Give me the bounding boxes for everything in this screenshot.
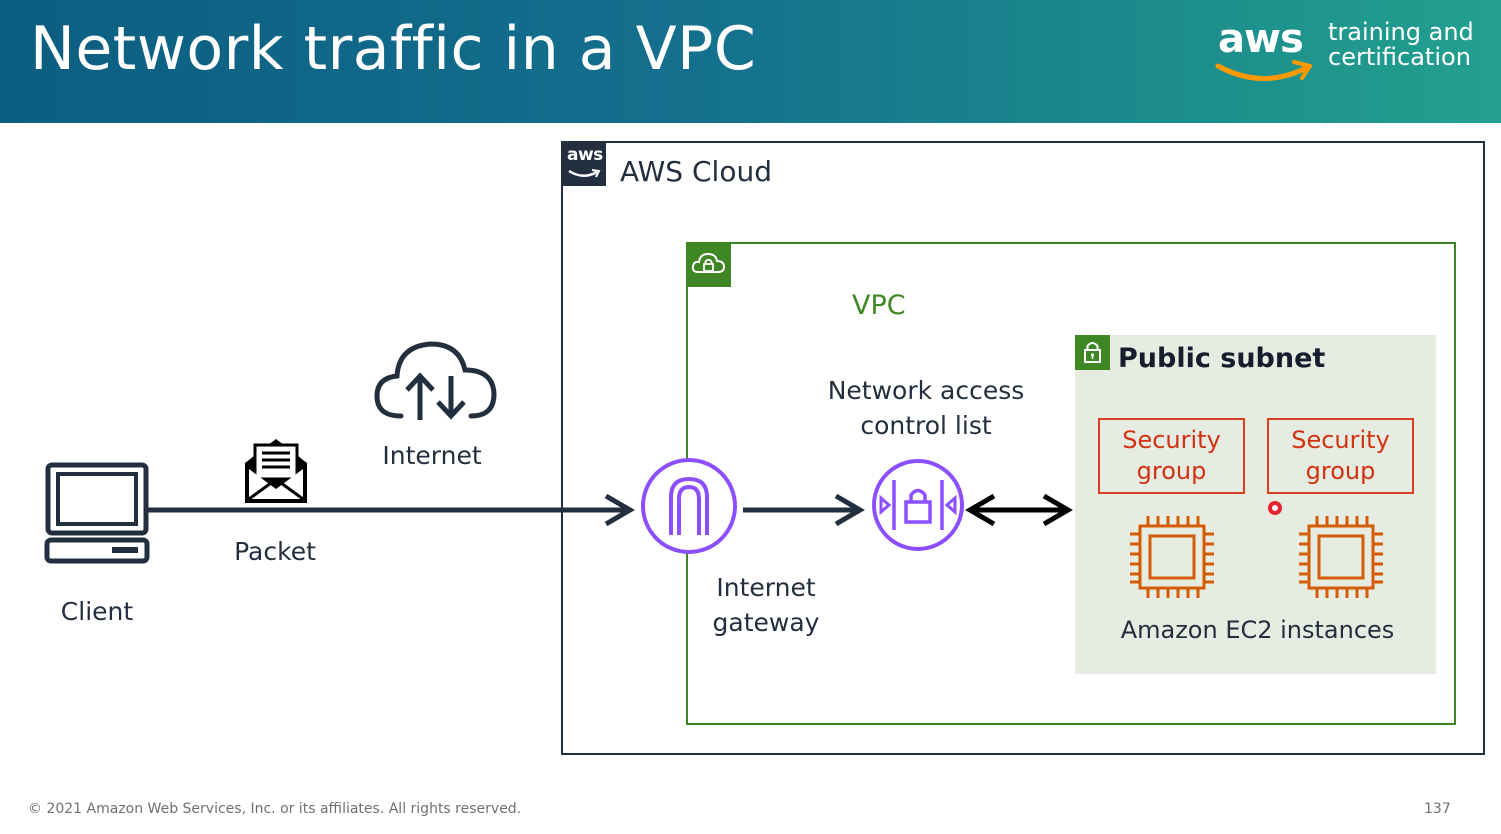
logo-tagline: training and certification xyxy=(1328,20,1474,70)
internet-gateway-label: Internet gateway xyxy=(712,573,820,637)
logo-tagline-line1: training and xyxy=(1328,18,1474,46)
subnet-lock-icon xyxy=(1075,335,1110,370)
nacl-icon xyxy=(872,459,964,551)
public-subnet-container xyxy=(1075,335,1436,674)
client-label: Client xyxy=(60,597,134,626)
vpc-label: VPC xyxy=(852,290,906,321)
aws-cloud-container xyxy=(561,141,1485,755)
ec2-label: Amazon EC2 instances xyxy=(1120,616,1395,644)
logo-word: aws xyxy=(1218,16,1304,62)
nacl-arrowhead xyxy=(834,493,865,527)
page-number: 137 xyxy=(1424,801,1451,817)
laptop-icon xyxy=(44,462,150,564)
aws-badge-smile-icon xyxy=(568,169,601,178)
packet-label: Packet xyxy=(234,537,316,566)
ec2-chip-icon xyxy=(1299,516,1383,598)
copyright-footer: © 2021 Amazon Web Services, Inc. or its … xyxy=(28,801,522,817)
aws-badge-text: aws xyxy=(567,145,603,165)
cloud-upload-download-icon xyxy=(374,341,497,420)
aws-logo-icon: aws xyxy=(561,141,606,186)
ec2-chip-icon xyxy=(1130,516,1214,598)
gateway-arrowhead xyxy=(604,493,635,527)
envelope-icon xyxy=(245,439,307,503)
aws-cloud-label: AWS Cloud xyxy=(620,155,772,188)
logo-tagline-line2: certification xyxy=(1328,43,1471,71)
internet-gateway-icon xyxy=(641,458,737,554)
slide-header: Network traffic in a VPC aws training an… xyxy=(0,0,1501,123)
aws-training-logo: aws training and certification xyxy=(1212,16,1474,88)
nacl-subnet-arrowhead-right xyxy=(1042,493,1073,527)
aws-smile-icon xyxy=(1215,60,1312,81)
pointer-dot xyxy=(1268,501,1282,515)
public-subnet-label: Public subnet xyxy=(1118,343,1326,374)
nacl-label: Network access control list xyxy=(827,376,1025,440)
security-group-2: Security group xyxy=(1267,418,1414,494)
security-group-1: Security group xyxy=(1098,418,1245,494)
nacl-subnet-arrowhead-left xyxy=(965,493,996,527)
internet-label: Internet xyxy=(382,441,482,470)
slide-title: Network traffic in a VPC xyxy=(30,14,757,84)
vpc-cloud-lock-icon xyxy=(686,242,731,287)
